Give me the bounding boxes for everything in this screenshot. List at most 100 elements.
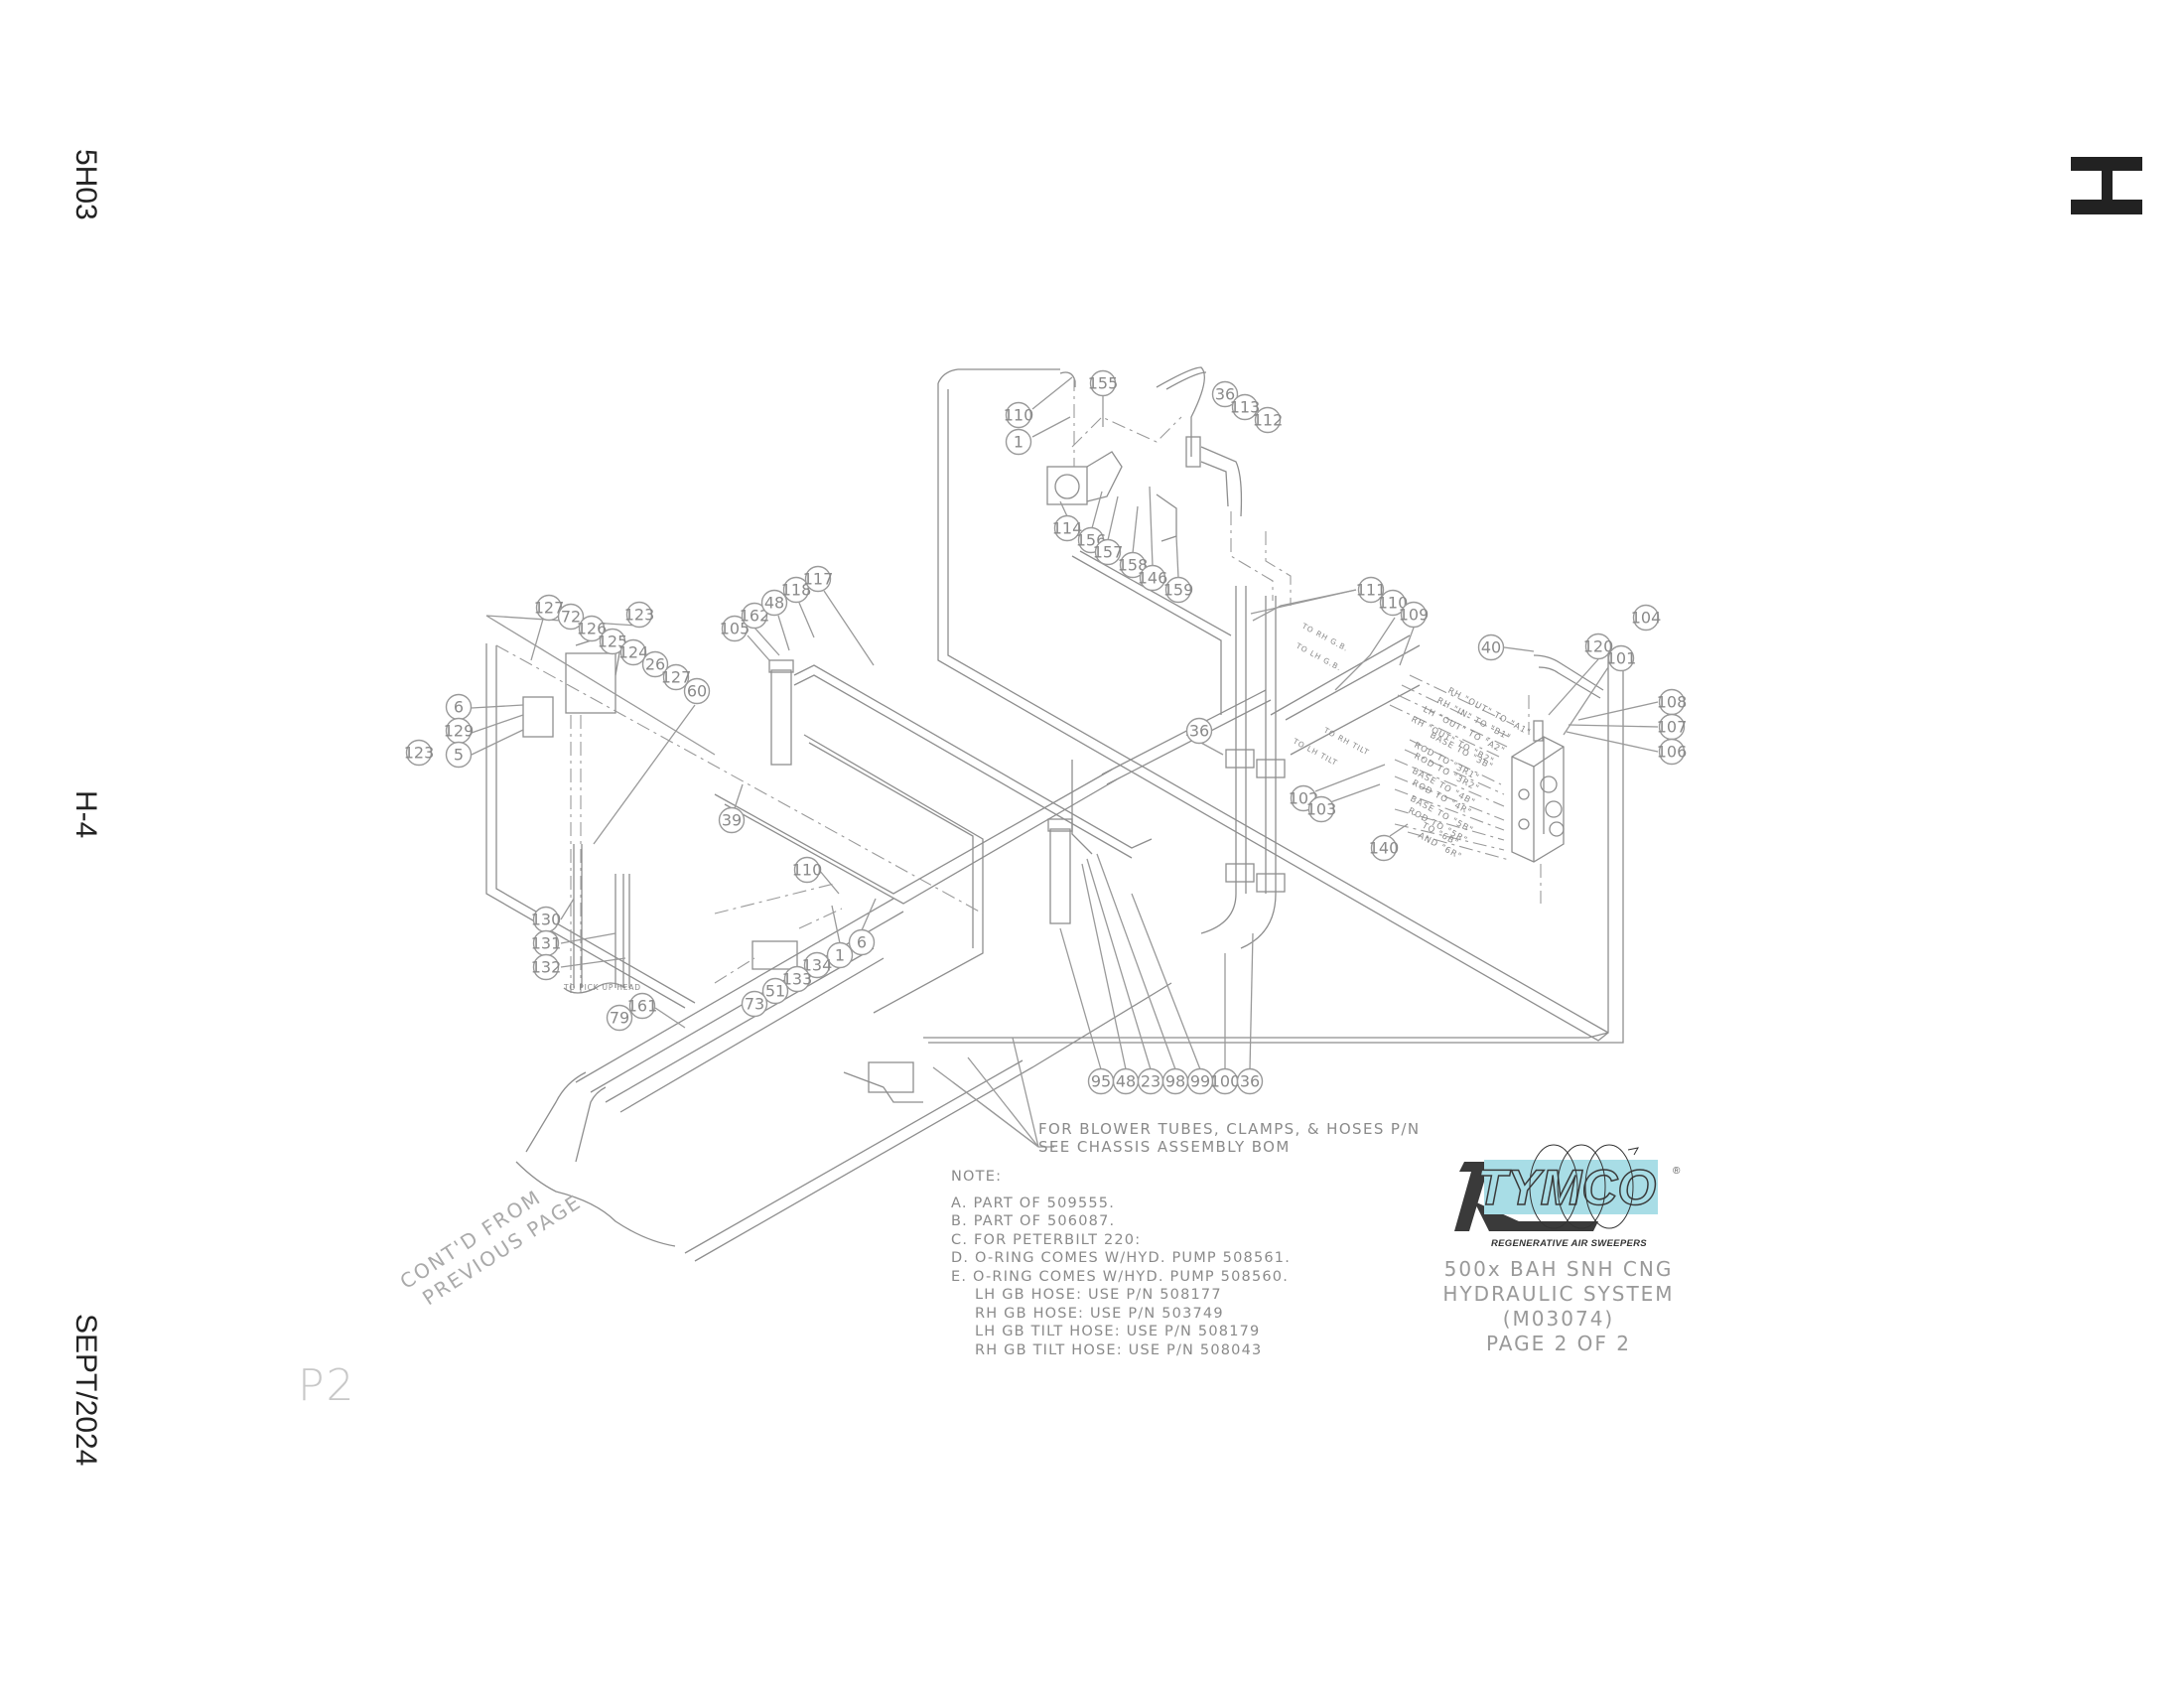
svg-text:95: 95: [1091, 1072, 1111, 1091]
svg-text:99: 99: [1190, 1072, 1210, 1091]
svg-text:130: 130: [531, 911, 562, 929]
svg-text:60: 60: [687, 682, 707, 701]
title-line: PAGE 2 OF 2: [1485, 1332, 1631, 1355]
pickup-head-label: TO PICK UP HEAD: [564, 983, 641, 992]
note-item: E. O-RING COMES W/HYD. PUMP 508560.: [951, 1268, 1290, 1285]
item-balloon: 125: [598, 628, 627, 655]
svg-text:39: 39: [722, 811, 742, 830]
item-balloon: 1: [826, 941, 854, 969]
page-marker: P2: [298, 1360, 356, 1411]
item-balloon: 98: [1161, 1067, 1189, 1095]
item-balloon: 36: [1236, 1067, 1264, 1095]
svg-text:123: 123: [404, 744, 435, 763]
svg-text:159: 159: [1163, 581, 1194, 600]
blower-note-line: SEE CHASSIS ASSEMBLY BOM: [1038, 1138, 1291, 1156]
svg-text:113: 113: [1230, 398, 1261, 417]
item-balloon: 110: [1004, 401, 1033, 429]
logo-shadow: [1454, 1162, 1499, 1231]
pressure-lines: [485, 634, 1421, 1014]
svg-text:1: 1: [1014, 433, 1024, 452]
svg-text:109: 109: [1399, 606, 1430, 625]
svg-text:134: 134: [802, 956, 833, 975]
item-balloon: 158: [1118, 551, 1148, 579]
drawing-title-block: 500x BAH SNH CNG HYDRAULIC SYSTEM (M0307…: [1430, 1257, 1688, 1356]
blower-tubes-note: FOR BLOWER TUBES, CLAMPS, & HOSES P/N SE…: [1038, 1120, 1420, 1156]
item-balloon: 6: [848, 928, 876, 956]
svg-text:72: 72: [561, 608, 581, 627]
svg-text:146: 146: [1138, 569, 1168, 588]
note-subitem: RH GB TILT HOSE: USE P/N 508043: [975, 1341, 1263, 1358]
svg-text:107: 107: [1657, 718, 1688, 737]
item-balloon: 79: [606, 1004, 633, 1032]
item-balloon: 113: [1230, 393, 1261, 421]
svg-text:131: 131: [531, 934, 562, 953]
note-subitem: RH GB HOSE: USE P/N 503749: [975, 1305, 1224, 1322]
svg-text:98: 98: [1165, 1072, 1185, 1091]
item-balloon: 110: [792, 856, 823, 884]
svg-text:103: 103: [1306, 800, 1337, 819]
return-tube-frame: [937, 368, 1609, 1042]
note-item: B. PART OF 506087.: [951, 1213, 1116, 1229]
valve-port-lines: [1389, 674, 1515, 861]
item-balloon: 106: [1657, 738, 1688, 766]
item-balloon: 126: [577, 615, 608, 642]
item-balloon: 117: [803, 565, 834, 593]
cylinder-lower: [1047, 818, 1073, 924]
svg-text:110: 110: [792, 861, 823, 880]
hydraulic-pump: [1046, 366, 1292, 606]
item-balloon: 123: [404, 739, 435, 767]
svg-text:111: 111: [1356, 581, 1387, 600]
item-balloon: 51: [761, 977, 789, 1005]
svg-text:5: 5: [454, 746, 464, 765]
svg-text:118: 118: [781, 581, 812, 600]
svg-text:6: 6: [857, 933, 867, 952]
item-balloon: 146: [1138, 564, 1168, 592]
note-item: D. O-RING COMES W/HYD. PUMP 508561.: [951, 1250, 1292, 1266]
svg-text:161: 161: [627, 997, 658, 1016]
svg-text:129: 129: [444, 722, 475, 741]
svg-text:36: 36: [1240, 1072, 1260, 1091]
note-item: C. FOR PETERBILT 220:: [951, 1231, 1142, 1248]
svg-text:100: 100: [1210, 1072, 1241, 1091]
svg-text:6: 6: [454, 698, 464, 717]
item-balloon: 114: [1052, 514, 1083, 542]
item-balloon: 6: [445, 693, 473, 721]
item-balloon: 124: [618, 638, 648, 666]
svg-text:114: 114: [1052, 519, 1083, 538]
svg-text:51: 51: [765, 982, 785, 1001]
svg-text:48: 48: [764, 594, 784, 613]
item-balloon: 157: [1093, 538, 1123, 566]
notes-heading: NOTE:: [951, 1169, 1003, 1185]
item-balloon: 161: [627, 992, 658, 1020]
logo-tagline: REGENERATIVE AIR SWEEPERS: [1491, 1238, 1647, 1249]
svg-text:127: 127: [534, 599, 565, 618]
item-balloon: 104: [1631, 604, 1661, 632]
item-balloon: 127: [661, 663, 691, 691]
svg-text:133: 133: [782, 970, 813, 989]
svg-text:106: 106: [1657, 743, 1688, 762]
svg-text:117: 117: [803, 570, 834, 589]
item-balloon: 36: [1185, 717, 1213, 745]
svg-text:73: 73: [745, 995, 764, 1014]
item-balloon: 100: [1210, 1067, 1241, 1095]
item-balloon: 105: [720, 615, 750, 642]
svg-text:26: 26: [645, 655, 665, 674]
item-balloon: 123: [624, 601, 655, 629]
item-balloon: 140: [1369, 834, 1399, 862]
suction-tube: [923, 644, 1624, 1044]
svg-text:40: 40: [1481, 638, 1501, 657]
section-letter-h-icon: [2071, 157, 2142, 214]
svg-text:126: 126: [577, 620, 608, 638]
item-balloon: 26: [641, 650, 669, 678]
item-balloon: 36: [1211, 380, 1239, 408]
item-balloon: 73: [741, 990, 768, 1018]
vertical-hoses: [1200, 586, 1286, 949]
item-balloon: 134: [802, 951, 833, 979]
svg-text:123: 123: [624, 606, 655, 625]
svg-text:108: 108: [1657, 693, 1688, 712]
svg-text:120: 120: [1583, 637, 1614, 656]
svg-text:®: ®: [1673, 1166, 1681, 1177]
item-balloon: 1: [1005, 428, 1032, 456]
